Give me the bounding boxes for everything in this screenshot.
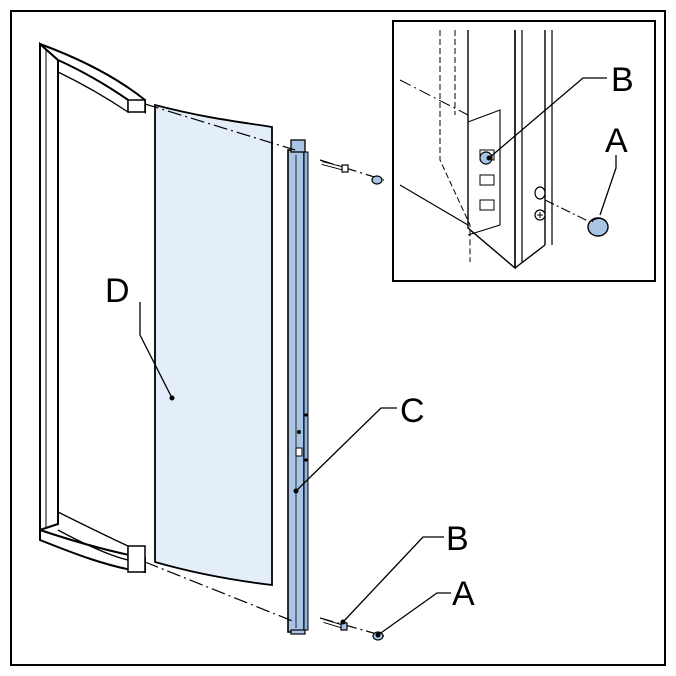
outer-border bbox=[10, 10, 666, 666]
label-profile-c: C bbox=[400, 392, 425, 430]
top-screw-b bbox=[321, 161, 349, 173]
detail-inset bbox=[392, 20, 656, 282]
door-frame bbox=[39, 41, 146, 574]
profile-c bbox=[287, 139, 309, 635]
leader-lines bbox=[139, 77, 617, 636]
leader-dots bbox=[169, 155, 492, 638]
label-inset-b: B bbox=[611, 61, 634, 99]
label-bottom-a: A bbox=[452, 575, 475, 613]
label-bottom-b: B bbox=[446, 520, 469, 558]
top-cap-a bbox=[371, 175, 383, 185]
bottom-screw-b bbox=[323, 619, 348, 631]
label-glass-d: D bbox=[105, 272, 130, 310]
label-inset-a: A bbox=[605, 122, 628, 160]
glass-panel bbox=[154, 103, 273, 587]
